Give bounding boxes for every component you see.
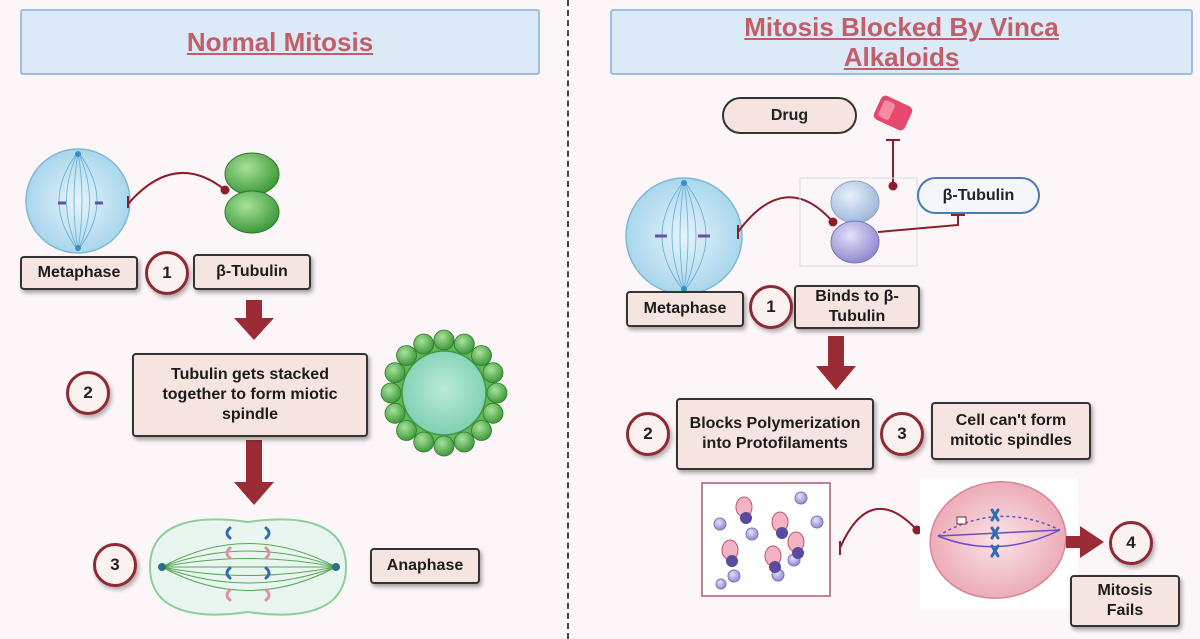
tubulin-bead	[396, 420, 417, 441]
drug-label: Drug	[722, 97, 857, 134]
microtubule-ring	[380, 329, 508, 457]
step-4-badge-right: 4	[1109, 521, 1153, 565]
anaphase-cell	[148, 518, 348, 616]
step-2-badge-right: 2	[626, 412, 670, 456]
anaphase-label: Anaphase	[370, 548, 480, 584]
metaphase-cell-left	[25, 148, 131, 254]
metaphase-label-right: Metaphase	[626, 291, 744, 327]
beta-tubulin-label-right: β-Tubulin	[917, 177, 1040, 214]
mitosis-fails-label: Mitosis Fails	[1070, 575, 1180, 627]
drug-capsule-icon	[873, 95, 913, 131]
tubulin-bead	[453, 431, 475, 453]
step-1-badge-right: 1	[749, 285, 793, 329]
scattered-tubulin-box	[701, 482, 831, 597]
step-1-description-right: Binds to β-Tubulin	[794, 285, 920, 329]
arrow-down-2	[234, 440, 274, 505]
failed-mitosis-cell	[920, 478, 1078, 610]
tubulin-bead	[433, 435, 455, 457]
arrow-down-1	[234, 300, 274, 340]
tubulin-bead	[384, 402, 406, 424]
arrow-right-fail	[1066, 526, 1104, 558]
tubulin-bead	[433, 329, 455, 351]
step-3-badge-right: 3	[880, 412, 924, 456]
step-2-badge-left: 2	[66, 371, 110, 415]
blocked-mitosis-title: Mitosis Blocked By Vinca Alkaloids	[610, 9, 1193, 75]
step-2-description-left: Tubulin gets stacked together to form mi…	[132, 353, 368, 437]
step-3-badge-left: 3	[93, 543, 137, 587]
tubulin-dimer-green	[224, 152, 280, 234]
tubulin-bead	[482, 362, 504, 384]
tubulin-dimer-purple	[830, 180, 880, 264]
beta-tubulin-label-left: β-Tubulin	[193, 254, 311, 290]
tubulin-bead	[486, 382, 508, 404]
metaphase-cell-right	[625, 177, 743, 295]
tubulin-bead	[413, 431, 435, 453]
tubulin-bead	[384, 362, 406, 384]
binding-connector	[127, 171, 226, 205]
tubulin-bead	[471, 420, 492, 441]
step-3-description-right: Cell can't form mitotic spindles	[931, 402, 1091, 460]
step-1-badge-left: 1	[145, 251, 189, 295]
step-2-description-right: Blocks Polymerization into Protofilament…	[676, 398, 874, 470]
normal-mitosis-title: Normal Mitosis	[20, 9, 540, 75]
tubulin-bead	[482, 402, 504, 424]
tubulin-bead	[396, 345, 417, 366]
metaphase-label-left: Metaphase	[20, 256, 138, 290]
arrow-down-right	[816, 336, 856, 390]
tubulin-bead	[380, 382, 402, 404]
panel-divider	[567, 0, 569, 639]
tubulin-bead	[413, 333, 435, 355]
tubulin-bead	[471, 345, 492, 366]
tubulin-bead	[453, 333, 475, 355]
